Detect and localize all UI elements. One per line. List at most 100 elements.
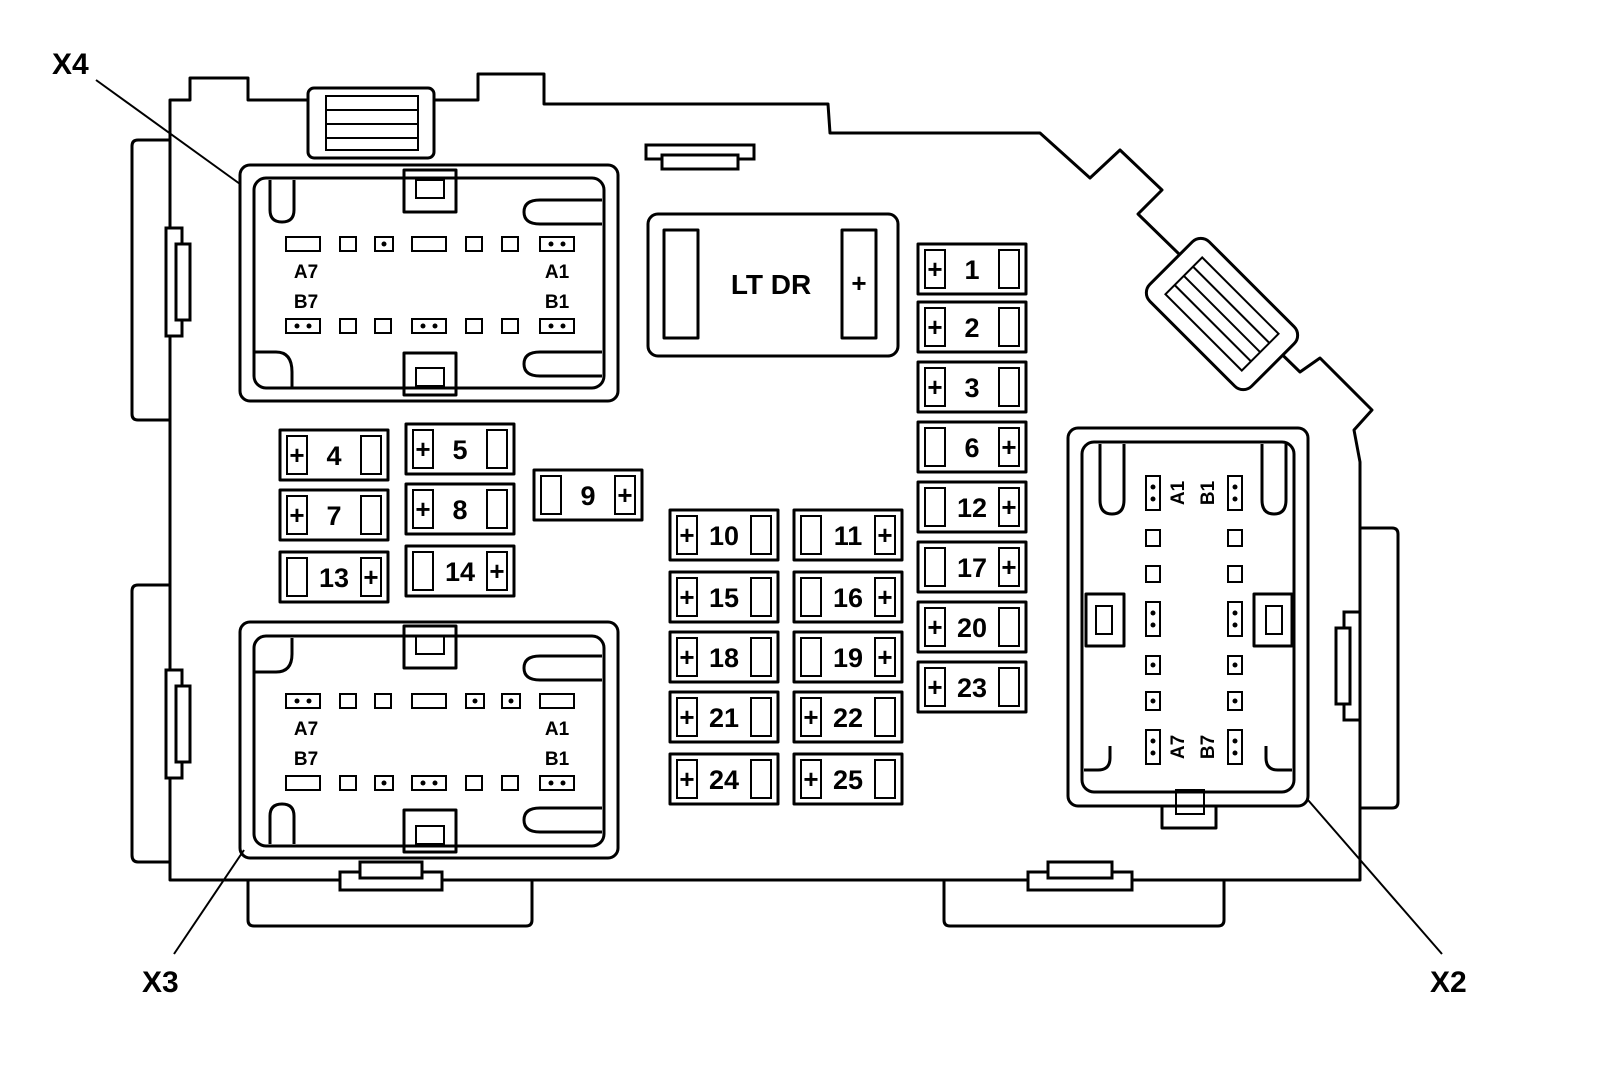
- fuse-label: 25: [833, 765, 863, 795]
- x4-pin-a7: A7: [294, 262, 318, 283]
- fuse-19: +19: [792, 630, 904, 684]
- connector-x4: A7 A1 B7 B1: [238, 163, 620, 403]
- fuse-6: +6: [916, 420, 1028, 474]
- x2-pin-b7: B7: [1198, 735, 1219, 759]
- fuse-plus-terminal: +: [803, 702, 818, 732]
- fuse-plus-terminal: +: [415, 494, 430, 524]
- x2-pin-a1: A1: [1168, 480, 1189, 505]
- fuse-plus-terminal: +: [617, 480, 632, 510]
- fuse-label: 4: [326, 441, 341, 471]
- fuse-15: +15: [668, 570, 780, 624]
- fuse-plus-terminal: +: [803, 764, 818, 794]
- x4-pin-b1: B1: [545, 292, 570, 313]
- fuse-label: 24: [709, 765, 739, 795]
- fuse-22: +22: [792, 690, 904, 744]
- fuse-plus-terminal: +: [679, 764, 694, 794]
- fuse-18: +18: [668, 630, 780, 684]
- x3-pin-b1: B1: [545, 749, 570, 770]
- relay-lt-dr: LT DR +: [646, 212, 900, 358]
- fuse-label: 7: [326, 501, 341, 531]
- fuse-8: +8: [404, 482, 516, 536]
- fuse-plus-terminal: +: [363, 562, 378, 592]
- fuse-17: +17: [916, 540, 1028, 594]
- fuse-label: 13: [319, 563, 349, 593]
- fuse-plus-terminal: +: [1001, 492, 1016, 522]
- fuse-label: 11: [834, 521, 863, 551]
- fuse-label: 18: [709, 643, 739, 673]
- connector-x2: A1 B1 A7 B7: [1066, 426, 1310, 830]
- fuse-21: +21: [668, 690, 780, 744]
- fuse-plus-terminal: +: [289, 440, 304, 470]
- fuse-label: 5: [452, 435, 467, 465]
- connector-x3: A7 A1 B7 B1: [238, 620, 620, 860]
- fuse-label: 6: [964, 433, 979, 463]
- fuse-label: 20: [957, 613, 987, 643]
- fuse-plus-terminal: +: [679, 702, 694, 732]
- fuse-plus-terminal: +: [1001, 552, 1016, 582]
- fuse-label: 2: [964, 313, 979, 343]
- fuse-3: +3: [916, 360, 1028, 414]
- fuse-label: 3: [964, 373, 979, 403]
- fuse-label: 1: [964, 255, 979, 285]
- x3-pin-b7: B7: [294, 749, 318, 770]
- fuse-7: +7: [278, 488, 390, 542]
- fuse-plus-terminal: +: [927, 612, 942, 642]
- housing: [130, 72, 1400, 928]
- fuse-label: 10: [709, 521, 739, 551]
- fuse-5: +5: [404, 422, 516, 476]
- relay-plus-terminal: +: [851, 268, 866, 298]
- fuse-4: +4: [278, 428, 390, 482]
- fuse-plus-terminal: +: [679, 582, 694, 612]
- fuse-plus-terminal: +: [927, 312, 942, 342]
- callout-leaders: [95, 79, 1443, 955]
- fuse-10: +10: [668, 508, 780, 562]
- fuse-11: +11: [792, 508, 904, 562]
- fuse-25: +25: [792, 752, 904, 806]
- fuse-2: +2: [916, 300, 1028, 354]
- fuse-label: 14: [445, 557, 475, 587]
- fuse-plus-terminal: +: [927, 372, 942, 402]
- callout-x2: X2: [1430, 966, 1467, 999]
- fuse-14: +14: [404, 544, 516, 598]
- relay-label: LT DR: [731, 269, 811, 300]
- fuse-plus-terminal: +: [679, 520, 694, 550]
- fuse-label: 12: [957, 493, 987, 523]
- fuse-12: +12: [916, 480, 1028, 534]
- fuse-label: 22: [833, 703, 863, 733]
- fuse-plus-terminal: +: [679, 642, 694, 672]
- fuse-13: +13: [278, 550, 390, 604]
- fuse-plus-terminal: +: [289, 500, 304, 530]
- fuse-group: +4+5+7+8+13+14+9+1+2+3+6+12+17+20+23+10+…: [278, 242, 1028, 806]
- fuse-plus-terminal: +: [877, 642, 892, 672]
- fuse-label: 19: [833, 643, 863, 673]
- x4-pin-b7: B7: [294, 292, 318, 313]
- fuse-plus-terminal: +: [1001, 432, 1016, 462]
- fuse-plus-terminal: +: [415, 434, 430, 464]
- fuse-24: +24: [668, 752, 780, 806]
- x2-pins-col-a: [1145, 475, 1161, 765]
- x4-pins-row-b: [285, 318, 575, 334]
- fuse-label: 16: [833, 583, 863, 613]
- x2-pins-col-b: [1227, 475, 1243, 765]
- fuse-label: 21: [709, 703, 739, 733]
- fuse-plus-terminal: +: [489, 556, 504, 586]
- x3-pin-a1: A1: [545, 719, 570, 740]
- callout-x3: X3: [142, 966, 179, 999]
- fuse-plus-terminal: +: [927, 672, 942, 702]
- fuse-16: +16: [792, 570, 904, 624]
- x2-pin-b1: B1: [1198, 480, 1219, 505]
- x2-pin-a7: A7: [1168, 735, 1189, 759]
- fuse-23: +23: [916, 660, 1028, 714]
- x4-pin-a1: A1: [545, 262, 570, 283]
- fuse-label: 8: [452, 495, 467, 525]
- fuse-label: 15: [709, 583, 739, 613]
- fuse-label: 9: [580, 481, 595, 511]
- x3-pin-a7: A7: [294, 719, 318, 740]
- fuse-9: +9: [532, 468, 644, 522]
- fuse-label: 23: [957, 673, 987, 703]
- fuse-20: +20: [916, 600, 1028, 654]
- x3-pins-row-a: [285, 693, 575, 709]
- fuse-plus-terminal: +: [877, 582, 892, 612]
